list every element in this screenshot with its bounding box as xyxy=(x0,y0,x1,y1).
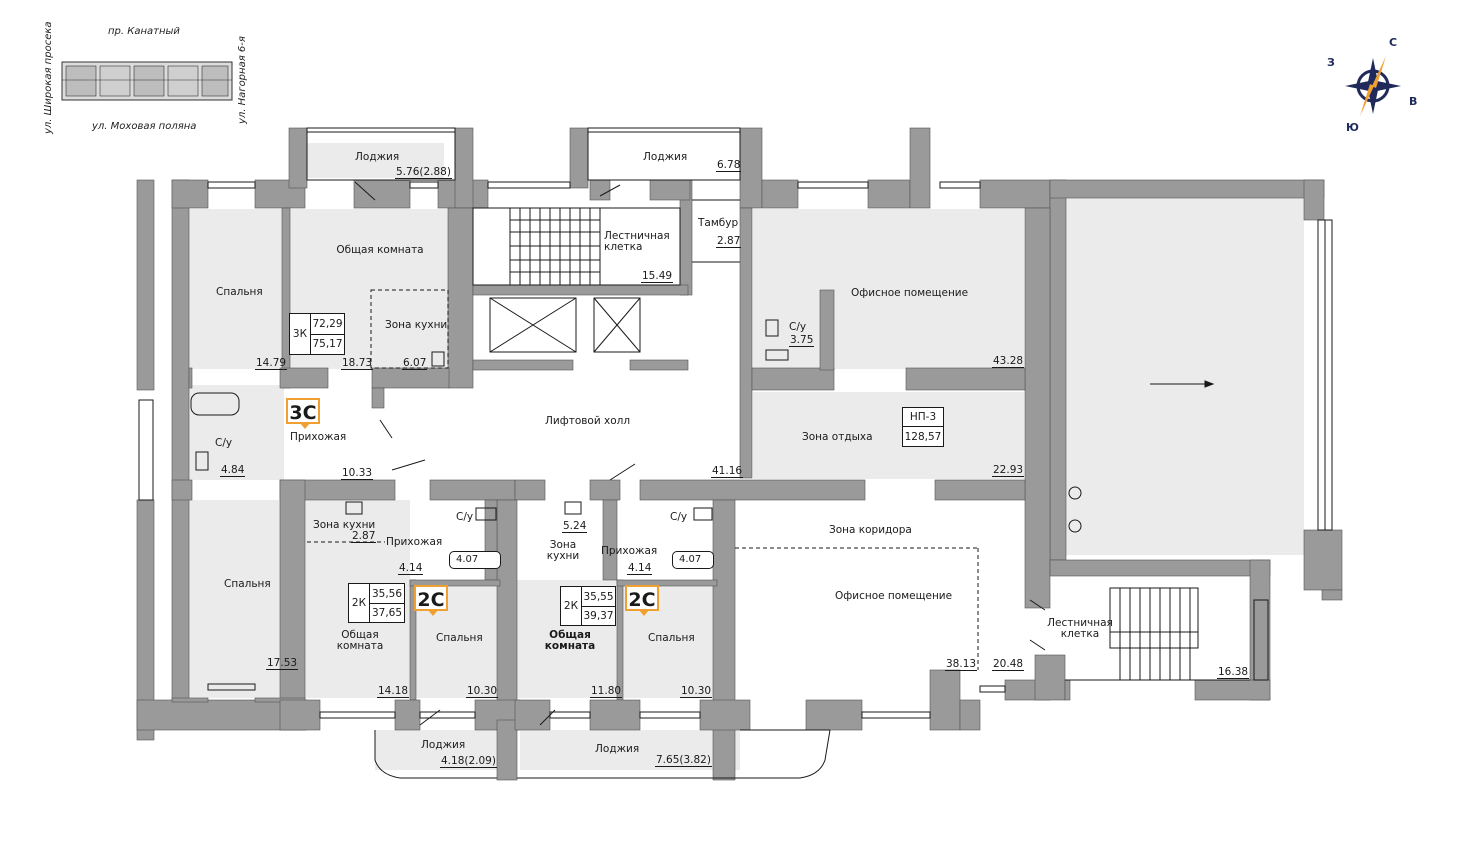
room-name: Лифтовой холл xyxy=(545,415,631,427)
room-area: 6.78 xyxy=(716,159,742,172)
total-area: 39,37 xyxy=(583,609,614,622)
street-east: ул. Нагорная 6-я xyxy=(237,36,248,124)
rooms-count: 3К xyxy=(290,314,311,354)
office-total: 128,57 xyxy=(904,430,942,443)
room-name: Лестничная клетка xyxy=(1045,618,1115,640)
room-name: Зона кухни xyxy=(385,319,448,331)
living-area: 72,29 xyxy=(311,314,344,335)
room-area: 15.49 xyxy=(641,270,674,283)
compass-south: Ю xyxy=(1346,121,1359,134)
room-name-text: Лестничная клетка xyxy=(604,230,670,253)
bath-area-box: 4.07 xyxy=(449,551,501,569)
room-name: Лоджия xyxy=(595,743,640,755)
apartment-area-box: 3К 72,29 75,17 xyxy=(289,313,345,355)
street-north: пр. Канатный xyxy=(108,26,180,37)
room-name: Тамбур xyxy=(698,217,739,229)
room-name: Лоджия xyxy=(421,739,466,751)
room-name-text: Общая комната xyxy=(544,629,596,652)
room-area: 14.18 xyxy=(377,685,410,698)
room-area: 16.38 xyxy=(1217,666,1250,679)
room-area: 5.76(2.88) xyxy=(395,166,452,179)
room-area: 4.14 xyxy=(398,562,424,575)
room-name: С/у xyxy=(456,511,474,523)
room-area: 18.73 xyxy=(341,357,374,370)
room-name: Офисное помещение xyxy=(835,590,953,602)
thin-lines xyxy=(138,127,1333,779)
rooms-count: 2К xyxy=(349,584,370,622)
office-area-box: НП-3 128,57 xyxy=(902,407,944,447)
room-name-text: Лестничная клетка xyxy=(1047,617,1113,640)
apartment-badge[interactable]: 3С xyxy=(286,398,320,429)
room-name: Спальня xyxy=(648,632,695,644)
apartment-badge[interactable]: 2С xyxy=(625,585,659,616)
room-area: 17.53 xyxy=(266,657,299,670)
room-name: Зона кухни xyxy=(543,540,583,562)
room-name-text: Общая комната xyxy=(336,244,424,256)
apartment-area-box: 2К 35,56 37,65 xyxy=(348,583,405,623)
compass-east: В xyxy=(1409,95,1418,108)
room-name: Общая комната xyxy=(335,245,425,256)
room-area: 10.33 xyxy=(341,467,374,480)
room-area: 5.24 xyxy=(562,520,588,533)
room-name: Лоджия xyxy=(355,151,400,163)
living-area: 35,55 xyxy=(582,587,615,607)
room-name: Зона кухни xyxy=(313,519,376,531)
bath-area-box: 4.07 xyxy=(672,551,714,569)
room-area: 38.13 xyxy=(945,658,978,671)
room-area: 2.87 xyxy=(351,530,377,543)
room-area: 7.65(3.82) xyxy=(655,754,712,767)
room-area: 10.30 xyxy=(680,685,713,698)
room-area: 10.30 xyxy=(466,685,499,698)
room-area: 41.16 xyxy=(711,465,744,478)
room-area: 4.18(2.09) xyxy=(440,755,497,768)
walls xyxy=(136,127,1343,781)
room-name: Прихожая xyxy=(290,431,347,443)
room-area: 20.48 xyxy=(992,658,1025,671)
room-name: Лестничная клетка xyxy=(604,231,670,253)
room-name: С/у xyxy=(789,321,807,333)
room-area: 3.75 xyxy=(789,334,815,347)
apartment-badge[interactable]: 2С xyxy=(414,585,448,616)
compass-north: С xyxy=(1389,36,1398,49)
total-area: 37,65 xyxy=(371,606,403,619)
room-name-text: Зона кухни xyxy=(546,539,580,562)
room-area: 43.28 xyxy=(992,355,1025,368)
room-name: Спальня xyxy=(224,578,271,590)
room-name-text: Общая комната xyxy=(336,629,384,652)
room-name: С/у xyxy=(670,511,688,523)
rooms-count: 2К xyxy=(561,587,582,625)
room-name: Зона отдыха xyxy=(802,431,873,443)
room-area: 22.93 xyxy=(992,464,1025,477)
apartment-area-box: 2К 35,55 39,37 xyxy=(560,586,616,626)
office-code: НП-3 xyxy=(903,408,943,427)
room-area: 6.07 xyxy=(402,357,428,370)
living-area: 35,56 xyxy=(370,584,404,604)
room-name: Спальня xyxy=(216,286,263,298)
street-west: ул. Широкая просека xyxy=(43,21,54,134)
room-name: Прихожая xyxy=(601,545,658,557)
room-area: 11.80 xyxy=(590,685,623,698)
room-name: С/у xyxy=(215,437,233,449)
key-plan-thumbnail xyxy=(61,61,233,101)
compass-west: З xyxy=(1327,56,1335,69)
room-name: Лоджия xyxy=(643,151,688,163)
room-name: Спальня xyxy=(436,632,483,644)
room-name: Прихожая xyxy=(386,536,443,548)
room-area: 14.79 xyxy=(255,357,288,370)
compass-icon xyxy=(1345,56,1401,116)
room-name: Офисное помещение xyxy=(851,287,969,299)
total-area: 75,17 xyxy=(312,338,343,350)
room-name: Общая комната xyxy=(330,630,390,652)
room-area: 2.87 xyxy=(716,235,742,248)
room-name: Зона коридора xyxy=(829,524,912,536)
street-south: ул. Моховая поляна xyxy=(92,121,197,132)
room-name: Общая комната xyxy=(540,630,600,652)
room-area: 4.14 xyxy=(627,562,653,575)
room-fills xyxy=(189,143,1304,770)
room-area: 4.84 xyxy=(220,464,246,477)
